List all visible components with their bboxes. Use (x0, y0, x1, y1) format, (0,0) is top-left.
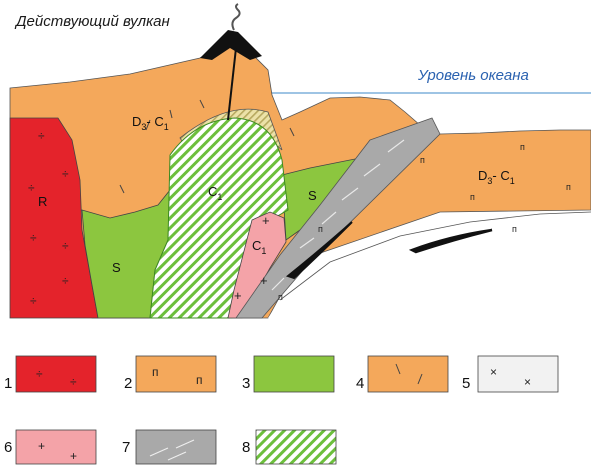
svg-text:÷: ÷ (62, 274, 69, 288)
svg-text:п: п (566, 182, 571, 192)
svg-text:п: п (152, 365, 159, 379)
svg-text:п: п (318, 224, 323, 234)
svg-text:÷: ÷ (70, 375, 77, 389)
legend-row-2: 6 + + 7 8 (4, 430, 336, 464)
legend-swatch-4 (368, 356, 448, 392)
legend-swatch-7 (136, 430, 216, 464)
svg-text:п: п (196, 373, 203, 387)
svg-text:÷: ÷ (62, 167, 69, 181)
volcano-smoke (232, 4, 239, 30)
svg-text:+: + (262, 213, 270, 228)
legend-number-4: 4 (356, 375, 364, 392)
svg-text:п: п (512, 224, 517, 234)
svg-text:÷: ÷ (38, 129, 45, 143)
svg-text:+: + (38, 439, 45, 453)
svg-text:п: п (420, 155, 425, 165)
legend-swatch-6 (16, 430, 96, 464)
svg-text:×: × (490, 365, 497, 379)
legend-number-7: 7 (122, 439, 130, 456)
legend-number-5: 5 (462, 375, 470, 392)
svg-text:÷: ÷ (36, 367, 43, 381)
legend-number-8: 8 (242, 439, 250, 456)
legend-swatch-3 (254, 356, 334, 392)
svg-text:+: + (70, 449, 77, 463)
svg-text:÷: ÷ (30, 294, 37, 308)
legend-swatch-1 (16, 356, 96, 392)
svg-text:п: п (520, 142, 525, 152)
legend-number-6: 6 (4, 439, 12, 456)
svg-text:п: п (278, 292, 283, 302)
legend-number-3: 3 (242, 375, 250, 392)
volcano-label: Действующий вулкан (14, 13, 170, 30)
legend-swatch-8 (256, 430, 336, 464)
legend-row-1: 1 ÷ ÷ 2 п п 3 4 5 × × (4, 356, 558, 392)
label-s-left: S (112, 260, 121, 275)
svg-text:÷: ÷ (62, 239, 69, 253)
svg-text:×: × (524, 375, 531, 389)
label-s-right: S (308, 188, 317, 203)
sea-level-label: Уровень океана (417, 67, 529, 84)
svg-text:+: + (234, 288, 242, 303)
legend-swatch-2 (136, 356, 216, 392)
svg-text:÷: ÷ (28, 181, 35, 195)
svg-text:+: + (260, 273, 268, 288)
legend-number-2: 2 (124, 375, 132, 392)
svg-text:÷: ÷ (30, 231, 37, 245)
svg-text:п: п (470, 192, 475, 202)
legend-number-1: 1 (4, 375, 12, 392)
label-r: R (38, 194, 47, 209)
